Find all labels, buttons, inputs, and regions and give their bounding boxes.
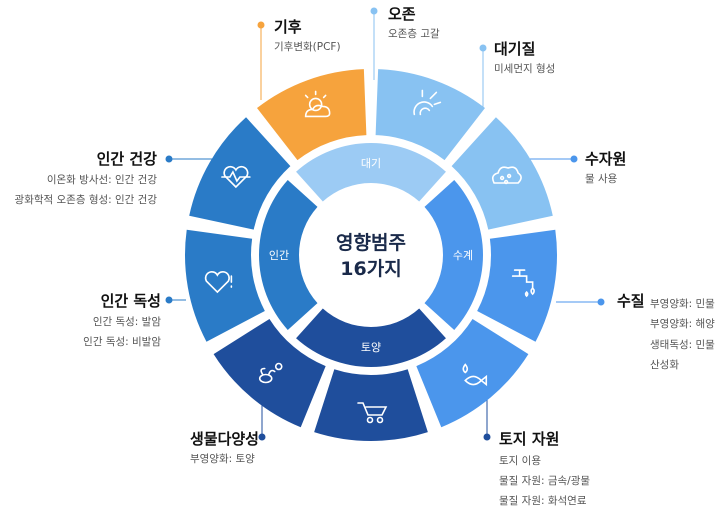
connector-dot-biodiversity [258,433,266,441]
category-label-air-quality: 대기질 미세먼지 형성 [494,40,555,80]
category-label-ozone: 오존 오존층 고갈 [388,5,440,45]
category-details: 부영양화: 토양 [189,452,255,465]
category-title: 수질 [617,292,645,310]
group-label-water: 수계 [453,249,473,262]
connector-dot-human-tox [165,296,173,304]
category-title: 토지 자원 [499,430,560,448]
category-label-water-quality: 수질 [617,292,645,311]
category-details: 물 사용 [585,172,618,185]
segment-human-tox [185,229,265,342]
group-segment-air [296,143,446,202]
segment-land [314,369,428,441]
category-title: 기후 [274,18,302,36]
category-title: 인간 건강 [96,150,157,168]
group-label-soil: 토양 [361,341,381,354]
category-title: 생물다양성 [189,430,259,448]
category-label-water-resource: 수자원 물 사용 [585,150,626,190]
category-label-human-toxicity: 인간 독성 인간 독성: 발암 인간 독성: 비발암 [83,292,161,354]
group-label-human: 인간 [269,249,289,262]
center-title: 영향범주 [336,232,406,254]
connector-dot-climate [257,21,265,29]
fish-drop-icon [462,363,488,387]
category-label-climate: 기후 기후변화(PCF) [274,18,341,58]
center-count: 16가지 [340,258,401,280]
group-segment-water [424,180,484,330]
category-title: 수자원 [585,150,627,168]
bee-flower-icon [258,362,283,384]
group-label-air: 대기 [361,157,381,170]
segment-human-health [189,117,291,230]
heart-pulse-icon [221,165,251,189]
segment-atmosphere [451,117,553,230]
ozone-depletion-icon [413,89,442,116]
category-details: 인간 독성: 발암 인간 독성: 비발암 [83,315,161,348]
segment-ozone [375,69,486,161]
category-label-biodiversity: 생물다양성 부영양화: 토양 [190,430,259,470]
category-details: 토지 이용 물질 자원: 금속/광물 물질 자원: 화석연료 [499,454,591,508]
connector-dot-water-quality [597,298,605,306]
wheelbarrow-icon [357,402,388,424]
group-segment-soil [296,308,446,367]
connector-dot-land [483,433,491,441]
category-title: 대기질 [494,40,536,58]
faucet-icon [511,269,535,298]
particulate-cloud-icon [491,166,522,185]
category-title: 오존 [388,5,416,23]
category-label-human-health: 인간 건강 이온화 방사선: 인간 건강 광화학적 오존층 형성: 인간 건강 [15,150,157,212]
connector-dot-water-resource [570,155,578,163]
segment-water-quality [416,318,529,428]
cloud-sun-icon [304,90,331,118]
segment-climate [256,69,367,161]
connector-dot-atmosphere [479,44,487,52]
heart-warning-icon [204,271,233,294]
category-details: 오존층 고갈 [388,27,440,40]
category-details-water-quality: 부영양화: 민물 부영양화: 해양 생태독성: 민물 산성화 [650,298,715,372]
category-details: 이온화 방사선: 인간 건강 광화학적 오존층 형성: 인간 건강 [14,173,157,206]
connector-dot-ozone [370,7,378,15]
segment-water-resource [477,229,557,342]
group-segment-human [259,180,318,330]
connector-dot-human-health [165,155,173,163]
category-title: 인간 독성 [100,292,161,310]
category-label-land-resource: 토지 자원 토지 이용 물질 자원: 금속/광물 물질 자원: 화석연료 [499,430,590,514]
category-details: 기후변화(PCF) [274,40,341,53]
category-details: 미세먼지 형성 [494,62,556,75]
